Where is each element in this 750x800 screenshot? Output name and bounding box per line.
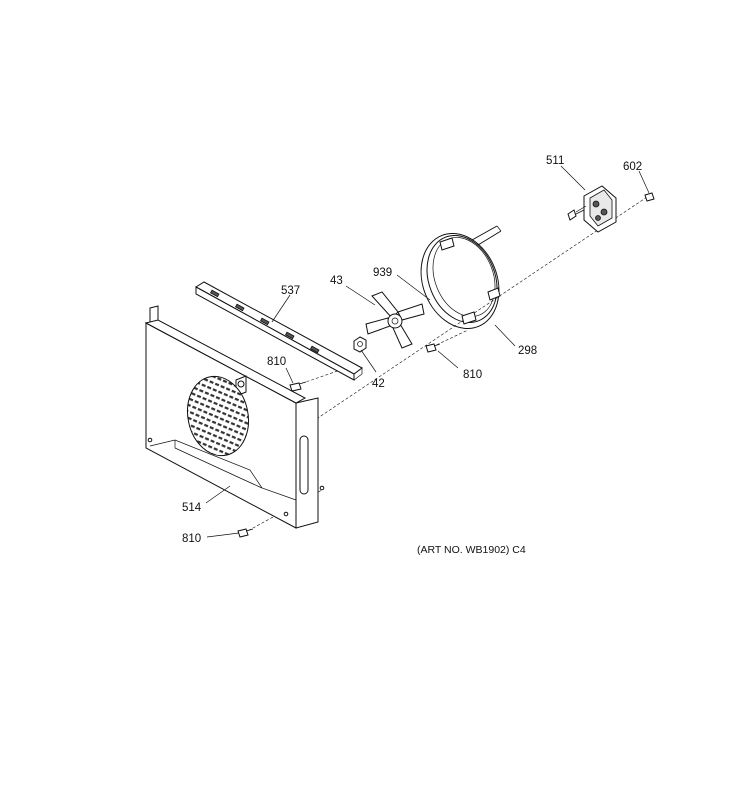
callout-298: 298 [518, 345, 537, 357]
callout-537: 537 [281, 285, 300, 297]
screw-810-right [425, 343, 441, 353]
fan-nut [353, 336, 367, 353]
callout-511: 511 [546, 155, 564, 167]
circular-heating-element [420, 225, 502, 329]
callout-43: 43 [330, 275, 343, 287]
screw-810-bottom [237, 528, 254, 538]
callout-leaders [205, 165, 650, 538]
callout-514: 514 [182, 502, 202, 514]
fan-blade [365, 291, 425, 349]
convection-fan-motor [567, 185, 617, 233]
callout-810-bottom: 810 [182, 533, 201, 545]
bracket-strip [195, 281, 363, 381]
art-number: (ART NO. WB1902) C4 [417, 544, 526, 556]
callout-810-right: 810 [463, 369, 482, 381]
motor-screw [644, 192, 655, 202]
fan-grill-vent [186, 375, 250, 457]
callout-939: 939 [373, 267, 392, 279]
callout-42: 42 [372, 378, 385, 390]
screw-810-top [289, 381, 307, 392]
callout-810-top: 810 [267, 356, 286, 368]
assembly-axis-line [299, 194, 651, 431]
callout-602: 602 [623, 161, 642, 173]
screw-axis-line-right [431, 329, 469, 348]
